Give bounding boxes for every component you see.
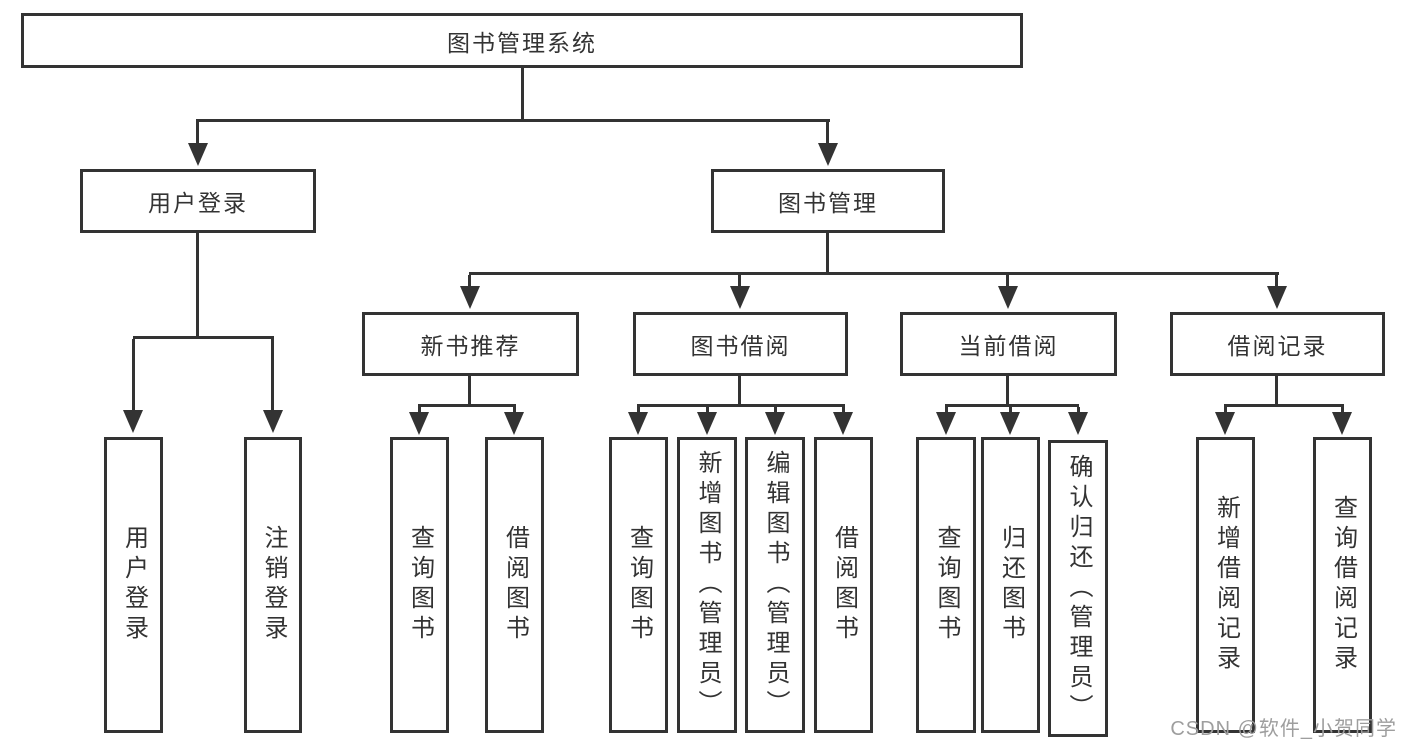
connector-drop-borrow-records (1275, 275, 1278, 288)
leaf-confirm-return-admin: 确认归还（管理员） (1048, 440, 1108, 737)
node-book-borrowing: 图书借阅 (633, 312, 848, 376)
arrowhead (697, 412, 717, 435)
connector-drop (513, 407, 516, 413)
leaf-label: 新增借阅记录 (1212, 495, 1240, 675)
connector-drop-user-login (196, 122, 199, 144)
node-label: 图书借阅 (690, 333, 791, 359)
node-user-login: 用户登录 (80, 169, 316, 233)
connector-drop (774, 407, 777, 413)
node-label: 用户登录 (148, 190, 248, 216)
connector-level1-rail (196, 119, 830, 122)
leaf-query-books-recommend: 查询图书 (390, 437, 449, 733)
connector-drop (1341, 407, 1344, 413)
connector-borrow-records-rail (1224, 404, 1344, 407)
connector-book-management-stem (826, 233, 829, 272)
arrowhead (1332, 412, 1352, 435)
node-new-book-recommendation: 新书推荐 (362, 312, 579, 376)
connector-drop-leaf-logout (271, 339, 274, 411)
leaf-label: 查询图书 (625, 525, 653, 645)
leaf-label: 查询借阅记录 (1329, 495, 1357, 675)
connector-new-book-rail (418, 404, 516, 407)
connector-drop-leaf-login (132, 339, 135, 411)
connector-drop (945, 407, 948, 413)
connector-drop-book-borrow (738, 275, 741, 288)
leaf-query-books-current: 查询图书 (916, 437, 976, 733)
arrowhead (1000, 412, 1020, 435)
node-library-management-system: 图书管理系统 (21, 13, 1023, 68)
connector-drop-book-management (826, 122, 829, 144)
node-book-management: 图书管理 (711, 169, 945, 233)
connector-drop-current-borrow (1006, 275, 1009, 288)
leaf-add-books-admin: 新增图书（管理员） (677, 437, 737, 733)
csdn-watermark: CSDN @软件_小贺同学 (1170, 718, 1397, 740)
node-label: 图书管理 (778, 190, 878, 216)
arrowhead-new-book (460, 286, 480, 309)
arrowhead (628, 412, 648, 435)
connector-drop (1224, 407, 1227, 413)
leaf-label: 查询图书 (933, 525, 960, 645)
leaf-edit-books-admin: 编辑图书（管理员） (745, 437, 805, 733)
leaf-user-login: 用户登录 (104, 437, 163, 733)
connector-drop-new-book (468, 275, 471, 288)
arrowhead-leaf-login (123, 410, 143, 433)
node-borrowing-records: 借阅记录 (1170, 312, 1385, 376)
leaf-borrow-books-recommend: 借阅图书 (485, 437, 544, 733)
arrowhead-user-login (188, 143, 208, 166)
connector-book-borrow-rail (637, 404, 845, 407)
leaf-label: 归还图书 (997, 525, 1025, 645)
arrowhead-book-management (818, 143, 838, 166)
arrowhead (409, 412, 429, 435)
connector-current-borrow-rail (945, 404, 1079, 407)
leaf-label: 编辑图书（管理员） (762, 450, 789, 720)
arrowhead (833, 412, 853, 435)
arrowhead (504, 412, 524, 435)
leaf-label: 借阅图书 (830, 525, 858, 645)
connector-root-stem (521, 68, 524, 119)
node-label: 新书推荐 (420, 333, 521, 359)
arrowhead-borrow-records (1267, 286, 1287, 309)
connector-drop (842, 407, 845, 413)
leaf-label: 用户登录 (120, 525, 148, 645)
arrowhead-book-borrow (730, 286, 750, 309)
node-label: 图书管理系统 (447, 29, 597, 56)
arrowhead-current-borrow (998, 286, 1018, 309)
node-label: 当前借阅 (958, 333, 1059, 359)
connector-user-login-stem (196, 233, 199, 336)
node-current-borrowing: 当前借阅 (900, 312, 1117, 376)
leaf-label: 确认归还（管理员） (1065, 453, 1092, 724)
connector-drop (637, 407, 640, 413)
connector-book-borrow-stem (738, 376, 741, 404)
leaf-label: 查询图书 (406, 525, 434, 645)
leaf-logout: 注销登录 (244, 437, 302, 733)
leaf-label: 注销登录 (260, 525, 287, 645)
arrowhead (936, 412, 956, 435)
connector-drop (706, 407, 709, 413)
arrowhead (1068, 412, 1088, 435)
leaf-query-books-borrow: 查询图书 (609, 437, 668, 733)
leaf-return-books: 归还图书 (981, 437, 1040, 733)
connector-new-book-stem (468, 376, 471, 404)
leaf-query-borrow-record: 查询借阅记录 (1313, 437, 1372, 733)
arrowhead-leaf-logout (263, 410, 283, 433)
leaf-label: 借阅图书 (501, 525, 529, 645)
arrowhead (1215, 412, 1235, 435)
connector-drop (1009, 407, 1012, 413)
leaf-label: 新增图书（管理员） (694, 450, 721, 720)
node-label: 借阅记录 (1227, 333, 1328, 359)
connector-borrow-records-stem (1275, 376, 1278, 404)
connector-level2-rail (469, 272, 1279, 275)
arrowhead (765, 412, 785, 435)
connector-current-borrow-stem (1006, 376, 1009, 404)
leaf-borrow-books: 借阅图书 (814, 437, 873, 733)
connector-drop (1077, 407, 1080, 413)
connector-user-login-rail (133, 336, 274, 339)
leaf-add-borrow-record: 新增借阅记录 (1196, 437, 1255, 733)
connector-drop (418, 407, 421, 413)
